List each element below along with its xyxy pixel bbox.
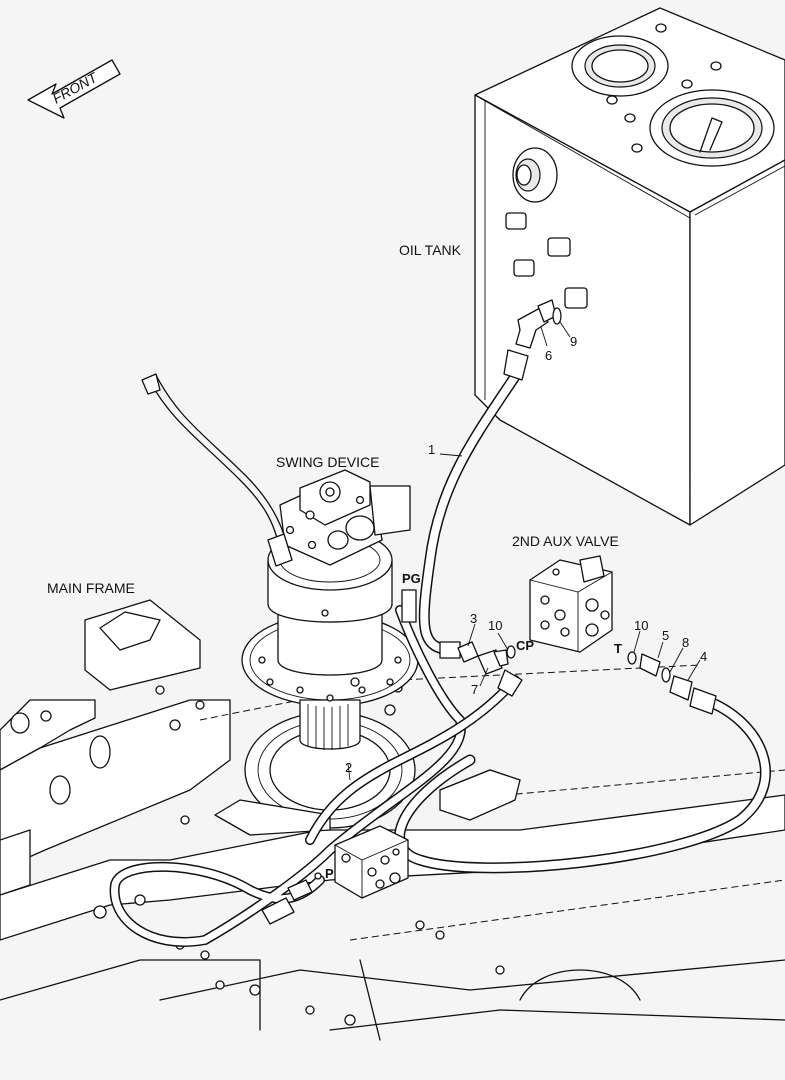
oring-10-cp bbox=[506, 645, 516, 659]
fitting-4 bbox=[669, 675, 693, 701]
hose-1 bbox=[418, 349, 529, 659]
oring-9 bbox=[552, 307, 562, 325]
port-pg-label: PG bbox=[402, 571, 421, 586]
callout-6: 6 bbox=[545, 348, 552, 363]
hose-7 bbox=[305, 669, 523, 845]
callout-2: 2 bbox=[345, 760, 352, 775]
hose-2 bbox=[109, 589, 466, 947]
callout-7: 7 bbox=[471, 682, 478, 697]
callout-3: 3 bbox=[470, 611, 477, 626]
port-p-label: P bbox=[325, 866, 334, 881]
p-block-fittings bbox=[261, 872, 322, 925]
callout-10-t: 10 bbox=[634, 618, 648, 633]
p-manifold-block bbox=[334, 825, 409, 899]
callout-1: 1 bbox=[428, 442, 435, 457]
swing-device-label: SWING DEVICE bbox=[276, 454, 379, 470]
fitting-7-tee bbox=[477, 649, 509, 675]
main-frame-label: MAIN FRAME bbox=[47, 580, 135, 596]
front-arrow: FRONT bbox=[27, 59, 121, 119]
oil-tank bbox=[474, 7, 785, 526]
fitting-5 bbox=[639, 653, 661, 677]
aux-valve-label: 2ND AUX VALVE bbox=[512, 533, 619, 549]
callout-5: 5 bbox=[662, 628, 669, 643]
callout-9: 9 bbox=[570, 334, 577, 349]
swing-lube-pipe bbox=[141, 373, 293, 567]
port-t-label: T bbox=[614, 641, 622, 656]
swing-device bbox=[241, 469, 419, 750]
hose-return bbox=[394, 687, 771, 874]
callout-4: 4 bbox=[700, 649, 707, 664]
oil-tank-label: OIL TANK bbox=[399, 242, 462, 258]
leader-lines bbox=[347, 321, 701, 781]
callout-10-cp: 10 bbox=[488, 618, 502, 633]
aux-valve bbox=[529, 555, 613, 653]
callout-8: 8 bbox=[682, 635, 689, 650]
oring-8 bbox=[661, 667, 671, 683]
oring-10-t bbox=[627, 651, 637, 665]
fitting-6-elbow bbox=[515, 299, 557, 349]
port-cp-label: CP bbox=[516, 638, 534, 653]
